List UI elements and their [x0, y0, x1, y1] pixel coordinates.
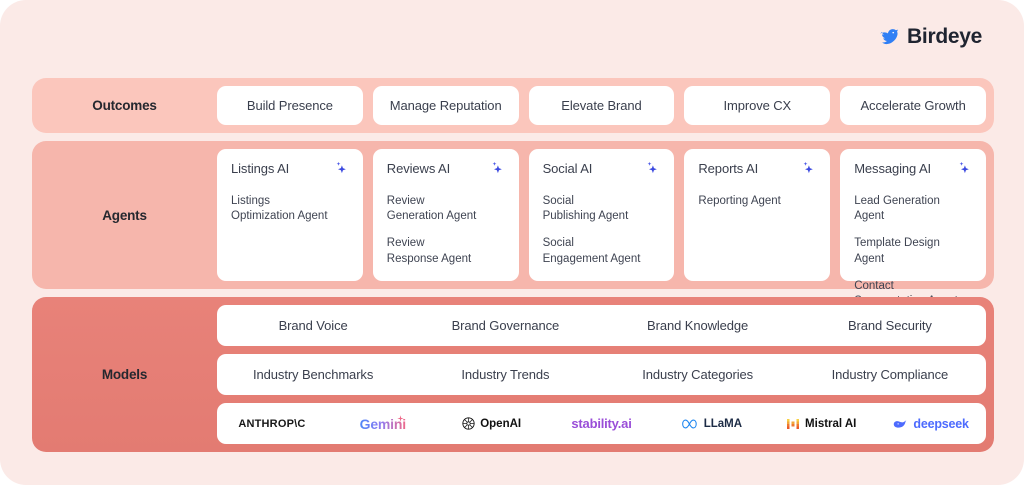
deepseek-whale-icon: [894, 420, 907, 428]
model-vendor-row: ANTHROP\C Gemini: [217, 403, 986, 444]
models-band: Models Brand Voice Brand Governance Bran…: [32, 297, 994, 452]
vendor-label: deepseek: [913, 416, 969, 431]
model-row-brand: Brand Voice Brand Governance Brand Knowl…: [217, 305, 986, 346]
brand-name: Birdeye: [907, 25, 982, 48]
outcomes-band: Outcomes Build Presence Manage Reputatio…: [32, 78, 994, 133]
agent-item: Lead Generation Agent: [854, 195, 940, 223]
model-cell[interactable]: Brand Knowledge: [647, 318, 749, 333]
meta-infinity-icon: [681, 419, 697, 428]
vendor-label: stability.ai: [571, 416, 632, 431]
agents-cards: Listings AI Listings Optimization Agent …: [217, 141, 994, 307]
outcome-card[interactable]: Build Presence: [217, 86, 363, 125]
agent-card-title: Listings AI: [231, 161, 290, 176]
vendor-gemini[interactable]: Gemini: [327, 414, 437, 432]
vendor-stability[interactable]: stability.ai: [547, 416, 657, 431]
mistral-icon: [787, 418, 800, 429]
vendor-anthropic[interactable]: ANTHROP\C: [217, 418, 327, 430]
vendor-deepseek[interactable]: deepseek: [876, 416, 986, 431]
sparkle-icon: [647, 161, 658, 174]
gemini-sparkle-icon: [397, 414, 404, 422]
agent-item: Template Design Agent: [854, 237, 940, 265]
vendor-openai[interactable]: OpenAI: [437, 417, 547, 430]
agent-card-reports-ai[interactable]: Reports AI Reporting Agent: [684, 149, 831, 281]
agent-card-title: Reports AI: [698, 161, 759, 176]
model-cell[interactable]: Brand Voice: [278, 318, 348, 333]
sparkle-icon: [336, 161, 346, 174]
vendor-llama[interactable]: LLaMA: [656, 418, 766, 430]
openai-icon: [462, 417, 475, 430]
vendor-mistral[interactable]: Mistral AI: [766, 417, 876, 431]
vendor-label: Mistral AI: [805, 417, 857, 430]
agent-item: Review Generation Agent: [386, 195, 477, 223]
agent-card-messaging-ai[interactable]: Messaging AI Lead Generation Agent Templ…: [840, 149, 986, 307]
agent-card-header: Messaging AI: [854, 161, 972, 177]
page-header: Birdeye: [0, 0, 1024, 74]
outcome-card[interactable]: Elevate Brand: [528, 86, 675, 125]
model-cell[interactable]: Industry Compliance: [831, 367, 949, 382]
agent-card-title: Messaging AI: [854, 161, 932, 176]
agent-item: Review Response Agent: [386, 237, 472, 265]
agent-card-reviews-ai[interactable]: Reviews AI Review Generation Agent Revie…: [372, 149, 519, 281]
agent-card-header: Listings AI: [231, 161, 349, 177]
model-cell[interactable]: Brand Governance: [451, 318, 560, 333]
bird-icon: [880, 29, 899, 45]
agent-card-title: Reviews AI: [386, 161, 451, 176]
model-cell[interactable]: Industry Benchmarks: [253, 367, 374, 382]
model-row-industry: Industry Benchmarks Industry Trends Indu…: [217, 354, 986, 395]
sparkle-icon: [959, 161, 969, 174]
model-cell[interactable]: Industry Trends: [461, 367, 550, 382]
agent-card-header: Social AI: [543, 161, 661, 177]
agent-card-listings-ai[interactable]: Listings AI Listings Optimization Agent: [217, 149, 363, 281]
agents-band: Agents Listings AI Listings Optimization…: [32, 141, 994, 307]
agent-item: Listings Optimization Agent: [231, 195, 328, 223]
agent-item: Reporting Agent: [698, 195, 781, 207]
vendor-label: LLaMA: [703, 417, 743, 430]
agents-label: Agents: [102, 207, 147, 223]
outcomes-cards: Build Presence Manage Reputation Elevate…: [217, 78, 994, 133]
agent-item: Social Engagement Agent: [542, 237, 641, 265]
vendor-label: OpenAI: [480, 417, 522, 430]
model-cell[interactable]: Brand Security: [847, 318, 932, 333]
agent-card-header: Reports AI: [698, 161, 816, 177]
sparkle-icon: [803, 161, 813, 174]
vendor-label: ANTHROP\C: [238, 417, 306, 430]
model-cell[interactable]: Industry Categories: [642, 367, 754, 382]
sparkle-icon: [492, 161, 502, 174]
agent-card-title: Social AI: [542, 161, 593, 176]
outcome-card[interactable]: Improve CX: [684, 86, 831, 125]
outcome-card[interactable]: Manage Reputation: [372, 86, 519, 125]
agent-card-social-ai[interactable]: Social AI Social Publishing Agent Social…: [528, 149, 675, 281]
vendor-label: Gemini: [359, 415, 406, 432]
models-label: Models: [101, 367, 148, 382]
outcomes-label: Outcomes: [92, 98, 157, 113]
models-rows: Brand Voice Brand Governance Brand Knowl…: [217, 297, 994, 452]
outcome-card[interactable]: Accelerate Growth: [840, 86, 986, 125]
agent-item: Social Publishing Agent: [542, 195, 629, 223]
agent-card-header: Reviews AI: [387, 161, 505, 177]
birdeye-logo: Birdeye: [878, 25, 982, 49]
